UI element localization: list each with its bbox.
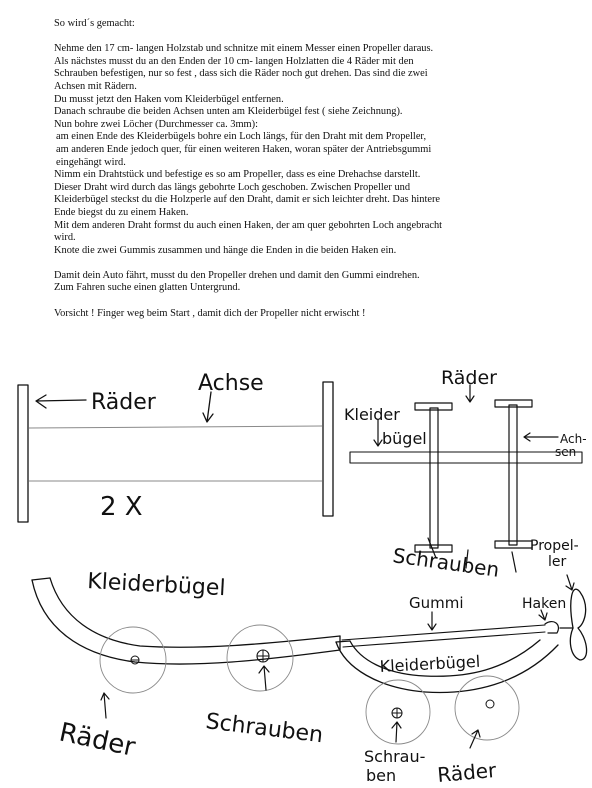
screws-label-part2: ben	[366, 766, 396, 785]
wheels-label: Räder	[91, 390, 157, 415]
instruction-line: Nun bohre zwei Löcher (Durchmesser ca. 3…	[54, 118, 258, 130]
hook-shape	[544, 621, 559, 634]
wheel-shape	[414, 402, 453, 411]
screws-label: Schrauben	[204, 709, 324, 748]
instruction-line: Dieser Draht wird durch das längs gebohr…	[54, 181, 411, 193]
instruction-text: So wird´s gemacht: Nehme den 17 cm- lang…	[54, 18, 574, 320]
axle-drawing: Räder Achse 2 X	[17, 371, 334, 523]
instruction-line: Mit dem anderen Draht formst du auch ein…	[54, 219, 443, 231]
instruction-line: Nehme den 17 cm- langen Holzstab und sch…	[54, 43, 434, 55]
axle-shape	[508, 404, 518, 546]
screws-label-part1: Schrau-	[364, 747, 425, 766]
axles-label-part2: sen	[555, 445, 576, 459]
instruction-line: am anderen Ende jedoch quer, für einen w…	[56, 143, 432, 155]
axles-label-part1: Ach-	[560, 432, 587, 446]
rubber-label: Gummi	[409, 594, 464, 612]
arrows-to-screws	[427, 537, 517, 573]
instructions-heading: So wird´s gemacht:	[54, 18, 135, 29]
rubber-band-line	[342, 631, 546, 648]
hanger-inner-curve	[49, 577, 341, 648]
wheels-label: Räder	[57, 718, 138, 763]
arrow-to-axle	[202, 391, 214, 423]
axle-top-edge	[28, 425, 323, 429]
arrow-to-wheel	[35, 394, 87, 409]
arrow-to-screw	[258, 665, 270, 691]
left-wheel-shape	[17, 384, 29, 523]
arrow-to-rubber	[427, 611, 437, 631]
arrow-to-axles	[523, 432, 559, 442]
hook-label: Haken	[522, 596, 566, 612]
hanger-ends	[31, 577, 341, 651]
wheels-label: Räder	[441, 367, 497, 389]
instruction-line: Knote die zwei Gummis zusammen und hänge…	[54, 244, 397, 256]
instruction-line: Nimm ein Drahtstück und befestige es so …	[54, 169, 421, 181]
closing-line: Damit dein Auto fährt, musst du den Prop…	[54, 269, 420, 281]
hanger-label: Kleiderbügel	[87, 569, 226, 601]
wheels-label: Räder	[436, 758, 498, 787]
closing-line: Zum Fahren suche einen glatten Untergrun…	[54, 282, 241, 294]
arrow-to-wheels	[465, 384, 475, 403]
screw-cross	[256, 649, 270, 663]
instruction-line: wird.	[54, 232, 76, 244]
instruction-line: Schrauben befestigen, nur so fest , dass…	[54, 68, 428, 80]
arrow-to-screw	[391, 721, 402, 743]
propeller-label-part1: Propel-	[530, 538, 579, 554]
rubber-band-line	[341, 624, 546, 641]
wheel-outline	[454, 675, 520, 741]
axle-shape	[429, 407, 439, 549]
arrow-to-propeller	[565, 574, 575, 591]
instruction-line: Als nächstes musst du an den Enden der 1…	[54, 55, 414, 67]
propeller-label-part2: ler	[548, 554, 567, 570]
arrow-to-wheels	[100, 692, 110, 719]
instruction-line: eingehängt wird.	[56, 156, 126, 168]
wheel-outline	[226, 624, 294, 692]
side-view-drawing: Kleiderbügel Räder Schrauben	[31, 569, 341, 763]
propeller-shape	[569, 588, 588, 661]
screw-cross	[391, 707, 403, 719]
instruction-line: am einen Ende des Kleiderbügels bohre ei…	[56, 131, 427, 143]
instruction-line: Achsen mit Rädern.	[54, 80, 137, 92]
quantity-label: 2 X	[100, 492, 143, 522]
car-hanger-end	[335, 640, 351, 643]
hanger-bar-shape	[349, 451, 583, 464]
hanger-label-part2: bügel	[382, 429, 427, 448]
instruction-line: Kleiderbügel steckst du die Holzperle au…	[54, 194, 441, 206]
wheel-shape	[494, 540, 533, 549]
wheel-shape	[494, 399, 533, 408]
car-hanger-outer	[335, 641, 559, 694]
arrow-to-wheel	[469, 729, 481, 749]
screw-icon	[485, 699, 495, 709]
axle-label: Achse	[198, 371, 264, 396]
hanger-label: Kleiderbügel	[379, 652, 480, 676]
wheel-outline	[99, 626, 167, 694]
instruction-line: Ende biegst du zu einem Haken.	[54, 206, 189, 218]
wheel-outline	[365, 679, 431, 745]
arrow-to-hanger	[373, 419, 383, 447]
instruction-line: Du musst jetzt den Haken vom Kleiderbüge…	[54, 93, 284, 105]
hanger-outer-curve	[31, 579, 341, 665]
warning-text: Vorsicht ! Finger weg beim Start , damit…	[54, 307, 366, 319]
arrow-to-hook	[538, 609, 548, 621]
hanger-label-part1: Kleider	[344, 405, 400, 424]
instruction-line: Danach schraube die beiden Achsen unten …	[54, 106, 403, 118]
screws-label: Schrauben	[391, 543, 500, 582]
car-hanger-inner	[349, 639, 541, 677]
right-wheel-shape	[322, 381, 334, 517]
